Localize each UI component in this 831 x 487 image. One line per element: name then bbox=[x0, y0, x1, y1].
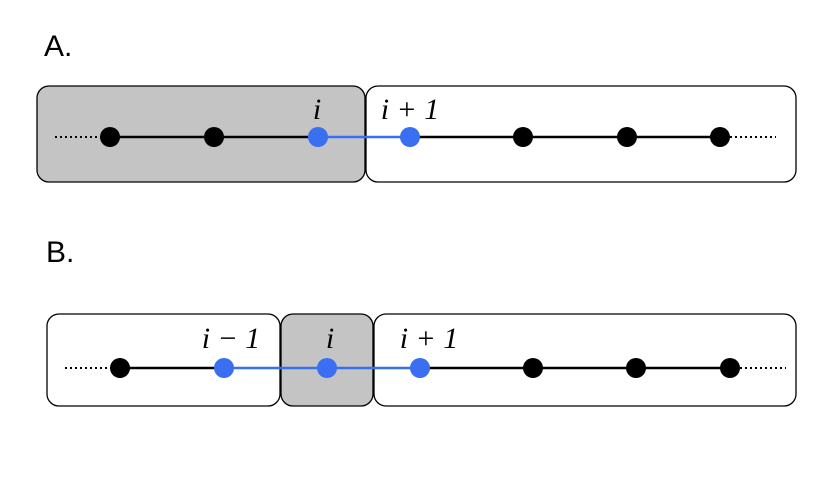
panel-a-node-i-plus-1 bbox=[400, 127, 420, 147]
panel-b-label-i: i bbox=[326, 322, 334, 355]
panel-b-label-i-plus-1: i + 1 bbox=[400, 322, 459, 355]
panel-b-left-box bbox=[46, 313, 281, 407]
panel-b-node bbox=[626, 358, 646, 378]
panel-b-node-i-plus-1 bbox=[410, 358, 430, 378]
panel-a-node bbox=[513, 127, 533, 147]
panel-a: i i + 1 bbox=[36, 85, 797, 183]
panel-a-shaded-box bbox=[36, 85, 366, 183]
panel-a-label: A. bbox=[44, 30, 73, 63]
panel-a-node-i bbox=[308, 127, 328, 147]
panel-a-label-i-plus-1: i + 1 bbox=[381, 93, 440, 126]
panel-b-node bbox=[110, 358, 130, 378]
panel-b-right-box bbox=[373, 313, 797, 407]
panel-b: i − 1 i i + 1 bbox=[46, 313, 797, 407]
panel-a-node bbox=[710, 127, 730, 147]
panel-b-label: B. bbox=[46, 236, 75, 269]
panel-b-node bbox=[523, 358, 543, 378]
panel-a-node bbox=[204, 127, 224, 147]
panel-a-white-box bbox=[365, 85, 797, 183]
panel-a-node bbox=[100, 127, 120, 147]
panel-a-node bbox=[617, 127, 637, 147]
panel-a-label-i: i bbox=[313, 93, 321, 126]
panel-b-node-i-minus-1 bbox=[214, 358, 234, 378]
panel-b-node-i bbox=[317, 358, 337, 378]
panel-b-node bbox=[720, 358, 740, 378]
panel-b-label-i-minus-1: i − 1 bbox=[202, 322, 261, 355]
